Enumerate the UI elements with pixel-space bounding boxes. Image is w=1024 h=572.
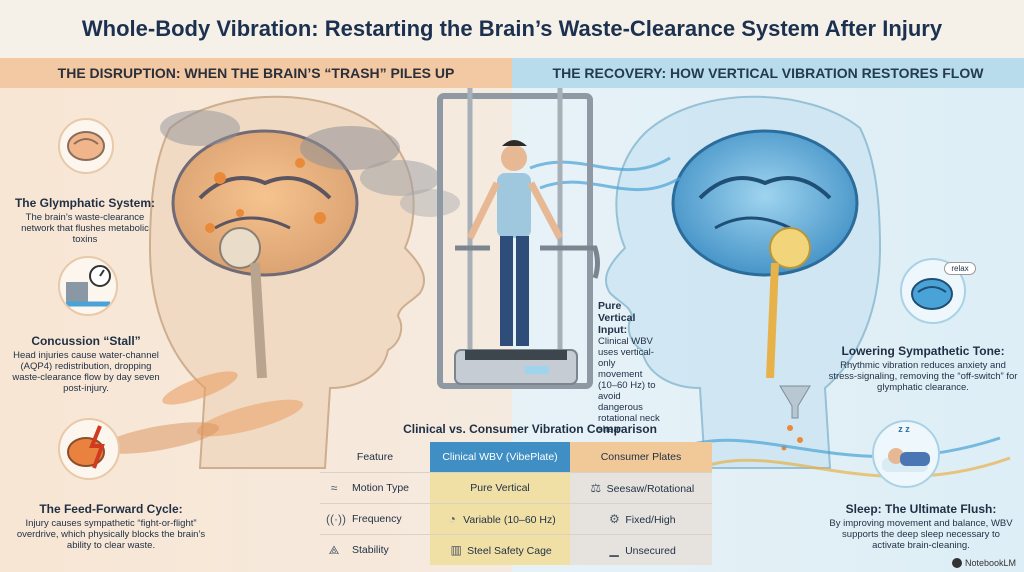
cage-icon: ▥ bbox=[450, 543, 462, 557]
relax-bubble: relax bbox=[944, 262, 976, 275]
table-row: ((·)) Frequency ◔ Variable (10–60 Hz) ⚙ F… bbox=[320, 503, 712, 534]
triangle-stand-icon: ⟁ bbox=[328, 542, 340, 557]
disruption-banner: THE DISRUPTION: WHEN THE BRAIN’S “TRASH”… bbox=[0, 58, 512, 88]
comparison-table: Feature Clinical WBV (VibePlate) Consume… bbox=[320, 442, 712, 565]
concussion-heading: Concussion “Stall” bbox=[31, 334, 141, 348]
feed-forward-caption: The Feed-Forward Cycle: Injury causes sy… bbox=[16, 502, 206, 551]
glymphatic-body: The brain’s waste-clearance network that… bbox=[21, 212, 149, 245]
feed-forward-heading: The Feed-Forward Cycle: bbox=[39, 502, 183, 516]
table-header-row: Feature Clinical WBV (VibePlate) Consume… bbox=[320, 442, 712, 472]
illustration bbox=[100, 88, 1011, 479]
consumer-value: Seesaw/Rotational bbox=[606, 483, 695, 495]
flow-waves bbox=[529, 156, 1011, 479]
sleeping-person-icon bbox=[872, 420, 940, 488]
sleep-z-label: z z bbox=[898, 424, 910, 434]
glymphatic-heading: The Glymphatic System: bbox=[14, 196, 156, 210]
vibration-cage bbox=[437, 88, 600, 389]
concussion-body: Head injuries cause water-channel (AQP4)… bbox=[12, 350, 160, 394]
sleep-caption: Sleep: The Ultimate Flush: By improving … bbox=[826, 502, 1016, 551]
sympathetic-caption: Lowering Sympathetic Tone: Rhythmic vibr… bbox=[828, 344, 1018, 393]
gear-icon: ⚙ bbox=[609, 512, 620, 526]
comparison-title: Clinical vs. Consumer Vibration Comparis… bbox=[403, 422, 657, 436]
clinical-value: Pure Vertical bbox=[430, 472, 570, 503]
sleep-heading: Sleep: The Ultimate Flush: bbox=[845, 502, 997, 516]
toxin-trail bbox=[100, 371, 304, 454]
brand-label: NotebookLM bbox=[964, 558, 1016, 568]
dam-stopwatch-icon bbox=[58, 256, 118, 316]
header-clinical: Clinical WBV (VibePlate) bbox=[430, 442, 570, 472]
page-title: Whole-Body Vibration: Restarting the Bra… bbox=[0, 0, 1024, 58]
clinical-value: Steel Safety Cage bbox=[467, 545, 552, 557]
sympathetic-body: Rhythmic vibration reduces anxiety and s… bbox=[828, 360, 1018, 393]
brain-lightning-icon bbox=[58, 418, 120, 480]
header-consumer: Consumer Plates bbox=[570, 442, 712, 472]
consumer-value: Unsecured bbox=[625, 545, 676, 557]
consumer-value: Fixed/High bbox=[625, 514, 676, 526]
brand-footer: NotebookLM bbox=[951, 558, 1016, 568]
plate-icon: ▁ bbox=[609, 543, 619, 557]
feature-label: Motion Type bbox=[352, 482, 410, 494]
right-head bbox=[605, 95, 882, 469]
feature-label: Frequency bbox=[352, 513, 402, 525]
clinical-value: Variable (10–60 Hz) bbox=[463, 514, 556, 526]
vertical-input-heading: Pure Vertical Input: bbox=[598, 300, 636, 336]
vertical-input-callout: Pure Vertical Input: Clinical WBV uses v… bbox=[598, 300, 660, 435]
header-feature: Feature bbox=[356, 451, 394, 463]
feed-forward-body: Injury causes sympathetic “fight-or-flig… bbox=[16, 518, 206, 551]
recovery-banner: THE RECOVERY: HOW VERTICAL VIBRATION RES… bbox=[512, 58, 1024, 88]
vertical-input-body: Clinical WBV uses vertical-only movement… bbox=[598, 336, 660, 435]
brain-icon bbox=[58, 118, 114, 174]
feature-label: Stability bbox=[352, 544, 389, 556]
table-row: ≈ Motion Type Pure Vertical ⚖ Seesaw/Rota… bbox=[320, 472, 712, 503]
signal-icon: ((·)) bbox=[326, 512, 346, 526]
left-head bbox=[148, 95, 460, 469]
seesaw-icon: ⚖ bbox=[590, 481, 602, 495]
gauge-icon: ◔ bbox=[448, 512, 456, 526]
table-row: ⟁ Stability ▥ Steel Safety Cage ▁ Unsecur… bbox=[320, 534, 712, 565]
sleep-body: By improving movement and balance, WBV s… bbox=[829, 518, 1013, 551]
concussion-caption: Concussion “Stall” Head injuries cause w… bbox=[6, 334, 166, 394]
notebooklm-logo-icon bbox=[951, 558, 962, 568]
glymphatic-caption: The Glymphatic System: The brain’s waste… bbox=[10, 196, 160, 245]
wave-icon: ≈ bbox=[330, 481, 338, 495]
sympathetic-heading: Lowering Sympathetic Tone: bbox=[841, 344, 1005, 358]
